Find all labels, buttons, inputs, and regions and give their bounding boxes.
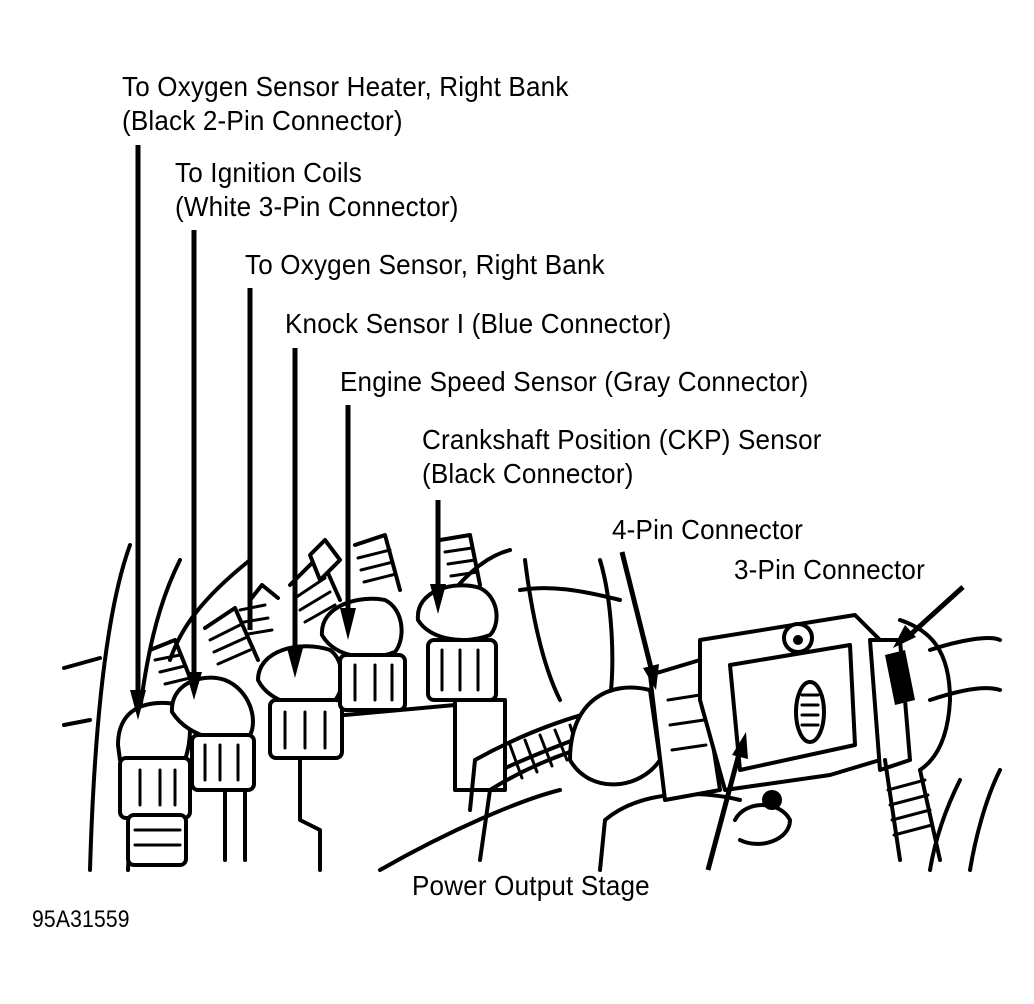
arrowhead-knock-sensor <box>287 648 303 678</box>
leader-3-pin <box>908 585 965 637</box>
label-ignition-coils-line2: (White 3-Pin Connector) <box>175 191 459 222</box>
label-ckp-line1: Crankshaft Position (CKP) Sensor <box>422 424 822 455</box>
arrowhead-engine-speed <box>340 608 356 640</box>
arrowhead-ignition-coils <box>186 672 202 700</box>
arrowhead-power-output <box>732 732 748 759</box>
label-ignition-coils: To Ignition Coils (White 3-Pin Connector… <box>175 156 459 224</box>
arrowhead-ckp-sensor <box>430 584 446 614</box>
arrowhead-3-pin <box>893 625 916 648</box>
arrowhead-4-pin <box>643 664 659 690</box>
label-4-pin-line1: 4-Pin Connector <box>612 514 803 545</box>
connector-o2-sensor <box>238 583 280 636</box>
label-o2-sensor: To Oxygen Sensor, Right Bank <box>245 248 605 282</box>
label-power-output-stage: Power Output Stage <box>412 869 650 903</box>
label-3-pin-connector: 3-Pin Connector <box>734 553 925 587</box>
leader-4-pin <box>619 551 655 673</box>
label-power-output-line1: Power Output Stage <box>412 870 650 901</box>
label-ckp-sensor: Crankshaft Position (CKP) Sensor (Black … <box>422 423 822 491</box>
label-o2-sensor-line1: To Oxygen Sensor, Right Bank <box>245 249 605 280</box>
label-o2-heater-line2: (Black 2-Pin Connector) <box>122 105 403 136</box>
label-o2-sensor-heater: To Oxygen Sensor Heater, Right Bank (Bla… <box>122 70 569 138</box>
figure-id: 95A31559 <box>32 906 130 933</box>
arrowhead-o2-heater <box>130 690 146 720</box>
label-4-pin-connector: 4-Pin Connector <box>612 513 803 547</box>
leader-power-output <box>705 749 743 871</box>
label-knock-sensor: Knock Sensor I (Blue Connector) <box>285 307 671 341</box>
connector-o2-heater <box>116 638 197 867</box>
label-3-pin-line1: 3-Pin Connector <box>734 554 925 585</box>
label-ckp-line2: (Black Connector) <box>422 458 634 489</box>
label-knock-sensor-line1: Knock Sensor I (Blue Connector) <box>285 308 672 339</box>
leader-lines <box>130 145 965 871</box>
connector-knock-sensor <box>256 538 344 872</box>
label-ignition-coils-line1: To Ignition Coils <box>175 157 362 188</box>
label-engine-speed-line1: Engine Speed Sensor (Gray Connector) <box>340 366 809 397</box>
power-output-stage-module <box>568 613 952 862</box>
label-engine-speed-sensor: Engine Speed Sensor (Gray Connector) <box>340 365 808 399</box>
label-o2-heater-line1: To Oxygen Sensor Heater, Right Bank <box>122 71 569 102</box>
